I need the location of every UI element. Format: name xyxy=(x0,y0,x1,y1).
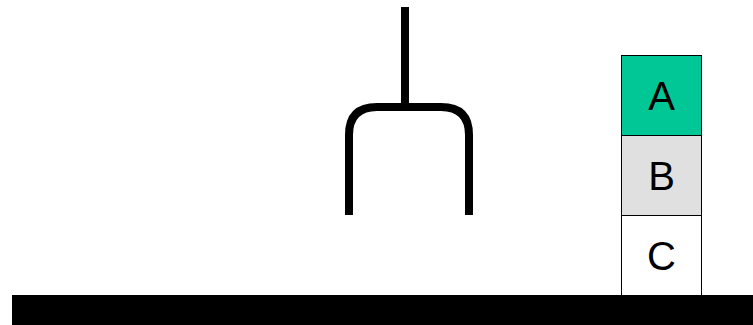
block-label: B xyxy=(648,156,675,196)
ground-bar xyxy=(12,295,753,325)
block-box: C xyxy=(621,215,702,296)
block-label: A xyxy=(648,76,675,116)
gripper-arm xyxy=(401,7,409,105)
block-box: B xyxy=(621,135,702,216)
gripper-claw xyxy=(349,107,469,215)
block-box: A xyxy=(621,55,702,136)
block-label: C xyxy=(647,236,676,276)
